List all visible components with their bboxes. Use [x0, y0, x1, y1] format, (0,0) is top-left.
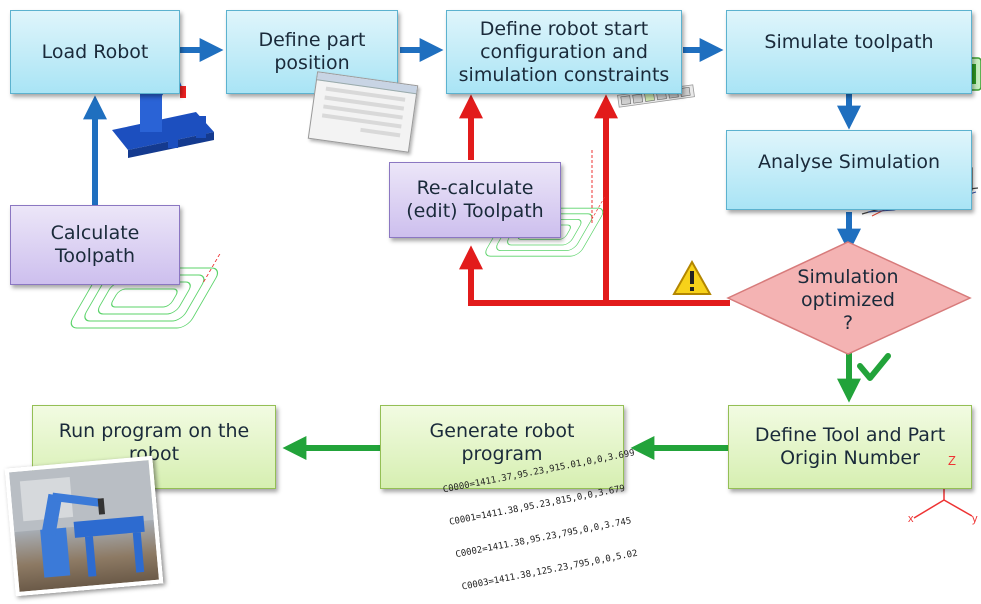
svg-text:y: y: [972, 513, 978, 525]
warning-icon: [672, 259, 712, 295]
simulate-toolpath-node: Simulate toolpath: [726, 10, 972, 94]
robot-photo: [4, 455, 164, 597]
arrow-decision-to-recalculate: [459, 245, 730, 306]
define-tool-part-origin-node: Define Tool and Part Origin Number: [728, 405, 972, 489]
calculate-toolpath-node: Calculate Toolpath: [10, 205, 180, 285]
define-robot-start-node: Define robot start configuration and sim…: [446, 10, 682, 94]
robot-photo-illustration: [9, 460, 154, 578]
generate-robot-program-node: Generate robot program: [380, 405, 624, 489]
simulation-optimized-label: Simulation optimized ?: [797, 265, 899, 334]
analyse-simulation-node: Analyse Simulation: [726, 130, 972, 210]
dialog-thumbnail-icon: [307, 71, 419, 153]
checkmark-icon: [857, 353, 891, 381]
svg-text:x: x: [908, 513, 914, 525]
axis-label-z: Z: [948, 453, 956, 468]
recalculate-toolpath-node: Re-calculate (edit) Toolpath: [389, 162, 561, 238]
load-robot-node: Load Robot: [10, 10, 180, 94]
decision-diamond: [726, 241, 972, 355]
run-program-node: Run program on the robot: [32, 405, 276, 489]
